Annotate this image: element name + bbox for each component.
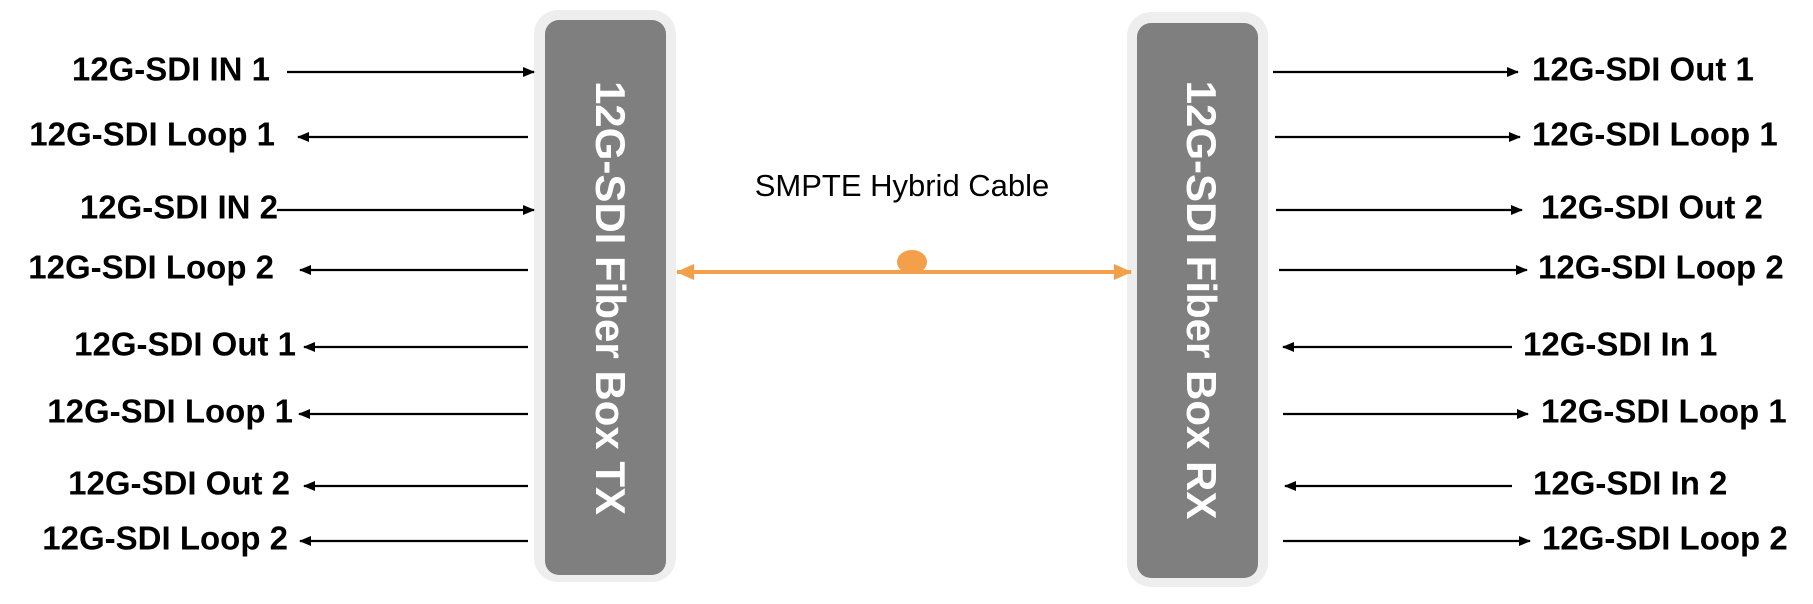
tx-port-label: 12G-SDI Loop 1 bbox=[29, 116, 275, 153]
rx-port-row: 12G-SDI Out 2 bbox=[1276, 189, 1763, 226]
tx-port-label: 12G-SDI Loop 1 bbox=[47, 393, 293, 430]
rx-box: 12G-SDI Fiber Box RX bbox=[1127, 12, 1268, 587]
rx-box-body bbox=[1137, 23, 1258, 578]
tx-port-label: 12G-SDI IN 1 bbox=[72, 51, 270, 88]
rx-port-row: 12G-SDI Out 1 bbox=[1273, 51, 1754, 88]
tx-port-list: 12G-SDI IN 1 12G-SDI Loop 1 12G-SDI IN 2 12… bbox=[28, 51, 535, 557]
tx-port-row: 12G-SDI Loop 2 bbox=[42, 520, 528, 557]
tx-box-body bbox=[545, 20, 666, 575]
cable-label: SMPTE Hybrid Cable bbox=[755, 168, 1050, 203]
tx-port-row: 12G-SDI Loop 1 bbox=[29, 116, 528, 153]
rx-port-label: 12G-SDI Out 2 bbox=[1541, 189, 1763, 226]
tx-port-row: 12G-SDI Loop 2 bbox=[28, 249, 528, 286]
tx-box-label: 12G-SDI Fiber Box TX bbox=[587, 81, 634, 515]
rx-port-row: 12G-SDI Loop 2 bbox=[1283, 520, 1788, 557]
cable-connector-dot bbox=[897, 250, 927, 274]
rx-port-row: 12G-SDI In 1 bbox=[1282, 326, 1717, 363]
rx-box-label: 12G-SDI Fiber Box RX bbox=[1178, 81, 1225, 520]
tx-port-row: 12G-SDI IN 2 bbox=[80, 189, 535, 226]
rx-port-label: 12G-SDI Loop 2 bbox=[1542, 520, 1788, 557]
tx-port-row: 12G-SDI Out 1 bbox=[74, 326, 528, 363]
tx-port-row: 12G-SDI IN 1 bbox=[72, 51, 535, 88]
rx-port-row: 12G-SDI Loop 1 bbox=[1283, 393, 1787, 430]
tx-port-label: 12G-SDI IN 2 bbox=[80, 189, 278, 226]
rx-port-label: 12G-SDI Out 1 bbox=[1532, 51, 1754, 88]
tx-box: 12G-SDI Fiber Box TX bbox=[534, 10, 676, 582]
tx-port-row: 12G-SDI Loop 1 bbox=[47, 393, 528, 430]
tx-port-label: 12G-SDI Out 2 bbox=[68, 465, 290, 502]
rx-port-list: 12G-SDI Out 1 12G-SDI Loop 1 12G-SDI Out 2… bbox=[1273, 51, 1788, 557]
rx-port-row: 12G-SDI In 2 bbox=[1284, 465, 1727, 502]
rx-port-label: 12G-SDI In 2 bbox=[1533, 465, 1727, 502]
tx-port-label: 12G-SDI Loop 2 bbox=[28, 249, 274, 286]
rx-port-label: 12G-SDI In 1 bbox=[1523, 326, 1717, 363]
rx-port-row: 12G-SDI Loop 2 bbox=[1279, 249, 1784, 286]
hybrid-cable: SMPTE Hybrid Cable bbox=[676, 168, 1132, 280]
tx-port-label: 12G-SDI Loop 2 bbox=[42, 520, 288, 557]
rx-port-label: 12G-SDI Loop 1 bbox=[1532, 116, 1778, 153]
rx-port-label: 12G-SDI Loop 2 bbox=[1538, 249, 1784, 286]
tx-port-row: 12G-SDI Out 2 bbox=[68, 465, 528, 502]
rx-port-label: 12G-SDI Loop 1 bbox=[1541, 393, 1787, 430]
rx-port-row: 12G-SDI Loop 1 bbox=[1275, 116, 1778, 153]
tx-port-label: 12G-SDI Out 1 bbox=[74, 326, 296, 363]
